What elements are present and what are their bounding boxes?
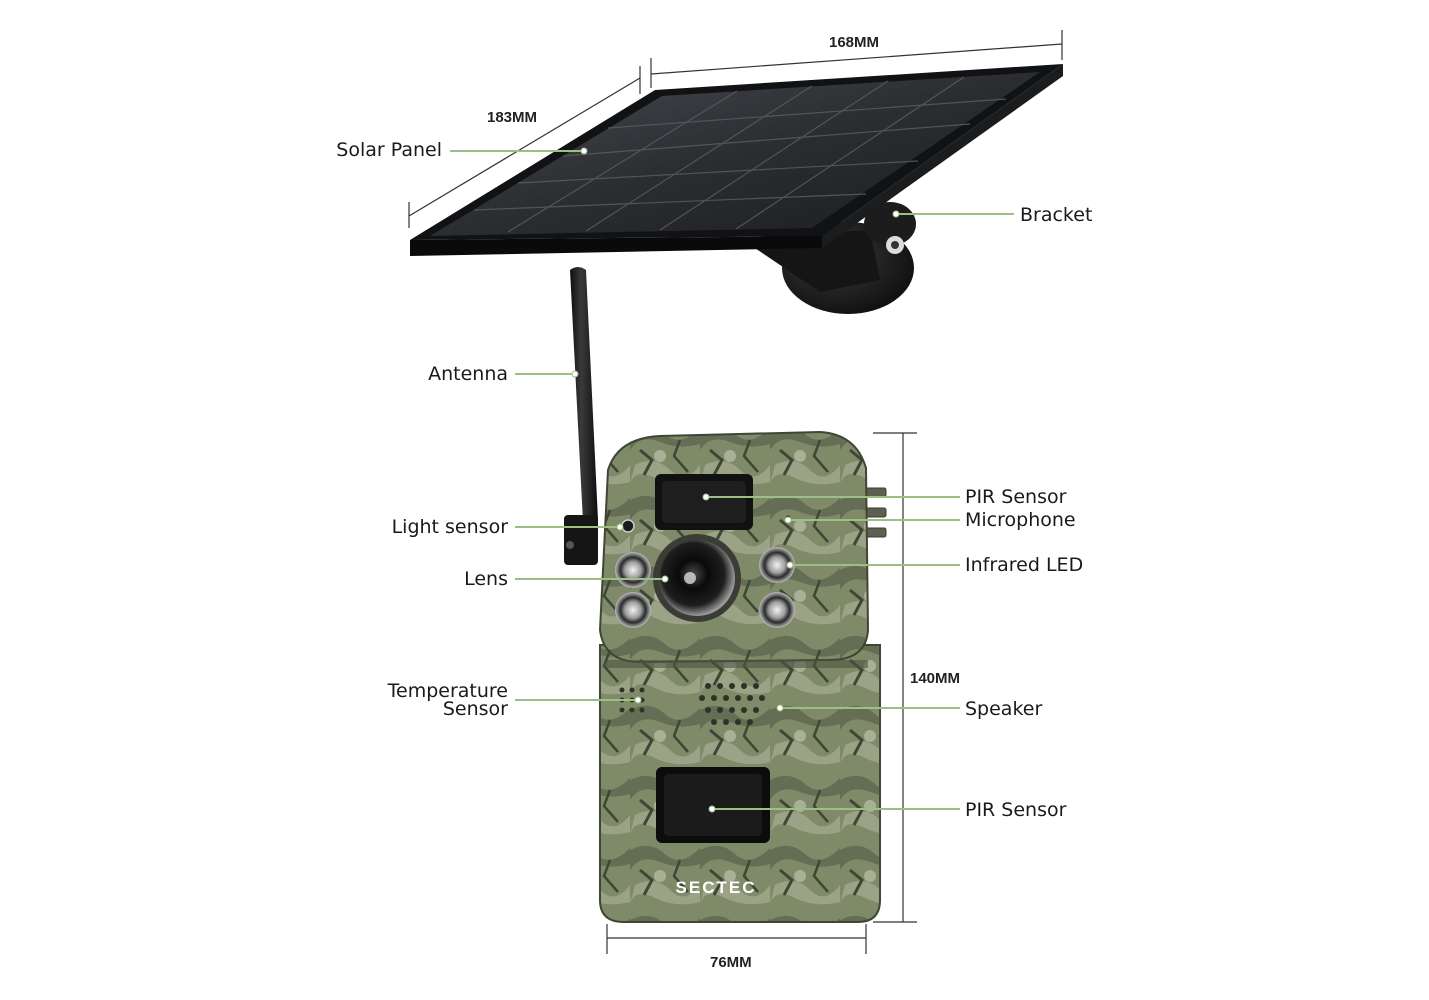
dim-panel-depth: 183MM: [487, 109, 538, 126]
label-antenna: Antenna: [428, 363, 508, 385]
label-pir-sensor-bottom: PIR Sensor: [965, 799, 1067, 821]
dim-panel-width: 168MM: [829, 34, 880, 51]
label-temperature-sensor-line2: Sensor: [442, 698, 508, 720]
label-solar-panel: Solar Panel: [336, 139, 442, 161]
label-pir-sensor-top: PIR Sensor: [965, 486, 1067, 508]
label-light-sensor: Light sensor: [391, 516, 508, 538]
brand-logo: SECTEC: [676, 878, 757, 897]
label-speaker: Speaker: [965, 698, 1043, 720]
label-temperature-sensor-line1: Temperature: [387, 680, 508, 702]
dim-camera-width: 76MM: [710, 954, 752, 971]
solar-panel: [410, 64, 1063, 256]
leader-lines: [450, 150, 1014, 810]
label-lens: Lens: [464, 568, 508, 590]
label-infrared-led: Infrared LED: [965, 554, 1084, 576]
dimension-lines: [408, 30, 1063, 954]
label-microphone: Microphone: [965, 509, 1076, 531]
label-bracket: Bracket: [1020, 204, 1093, 226]
leader-dots: [571, 147, 900, 813]
dim-camera-height: 140MM: [910, 670, 961, 687]
camera-body: SECTEC: [598, 430, 887, 923]
antenna: [564, 267, 598, 565]
